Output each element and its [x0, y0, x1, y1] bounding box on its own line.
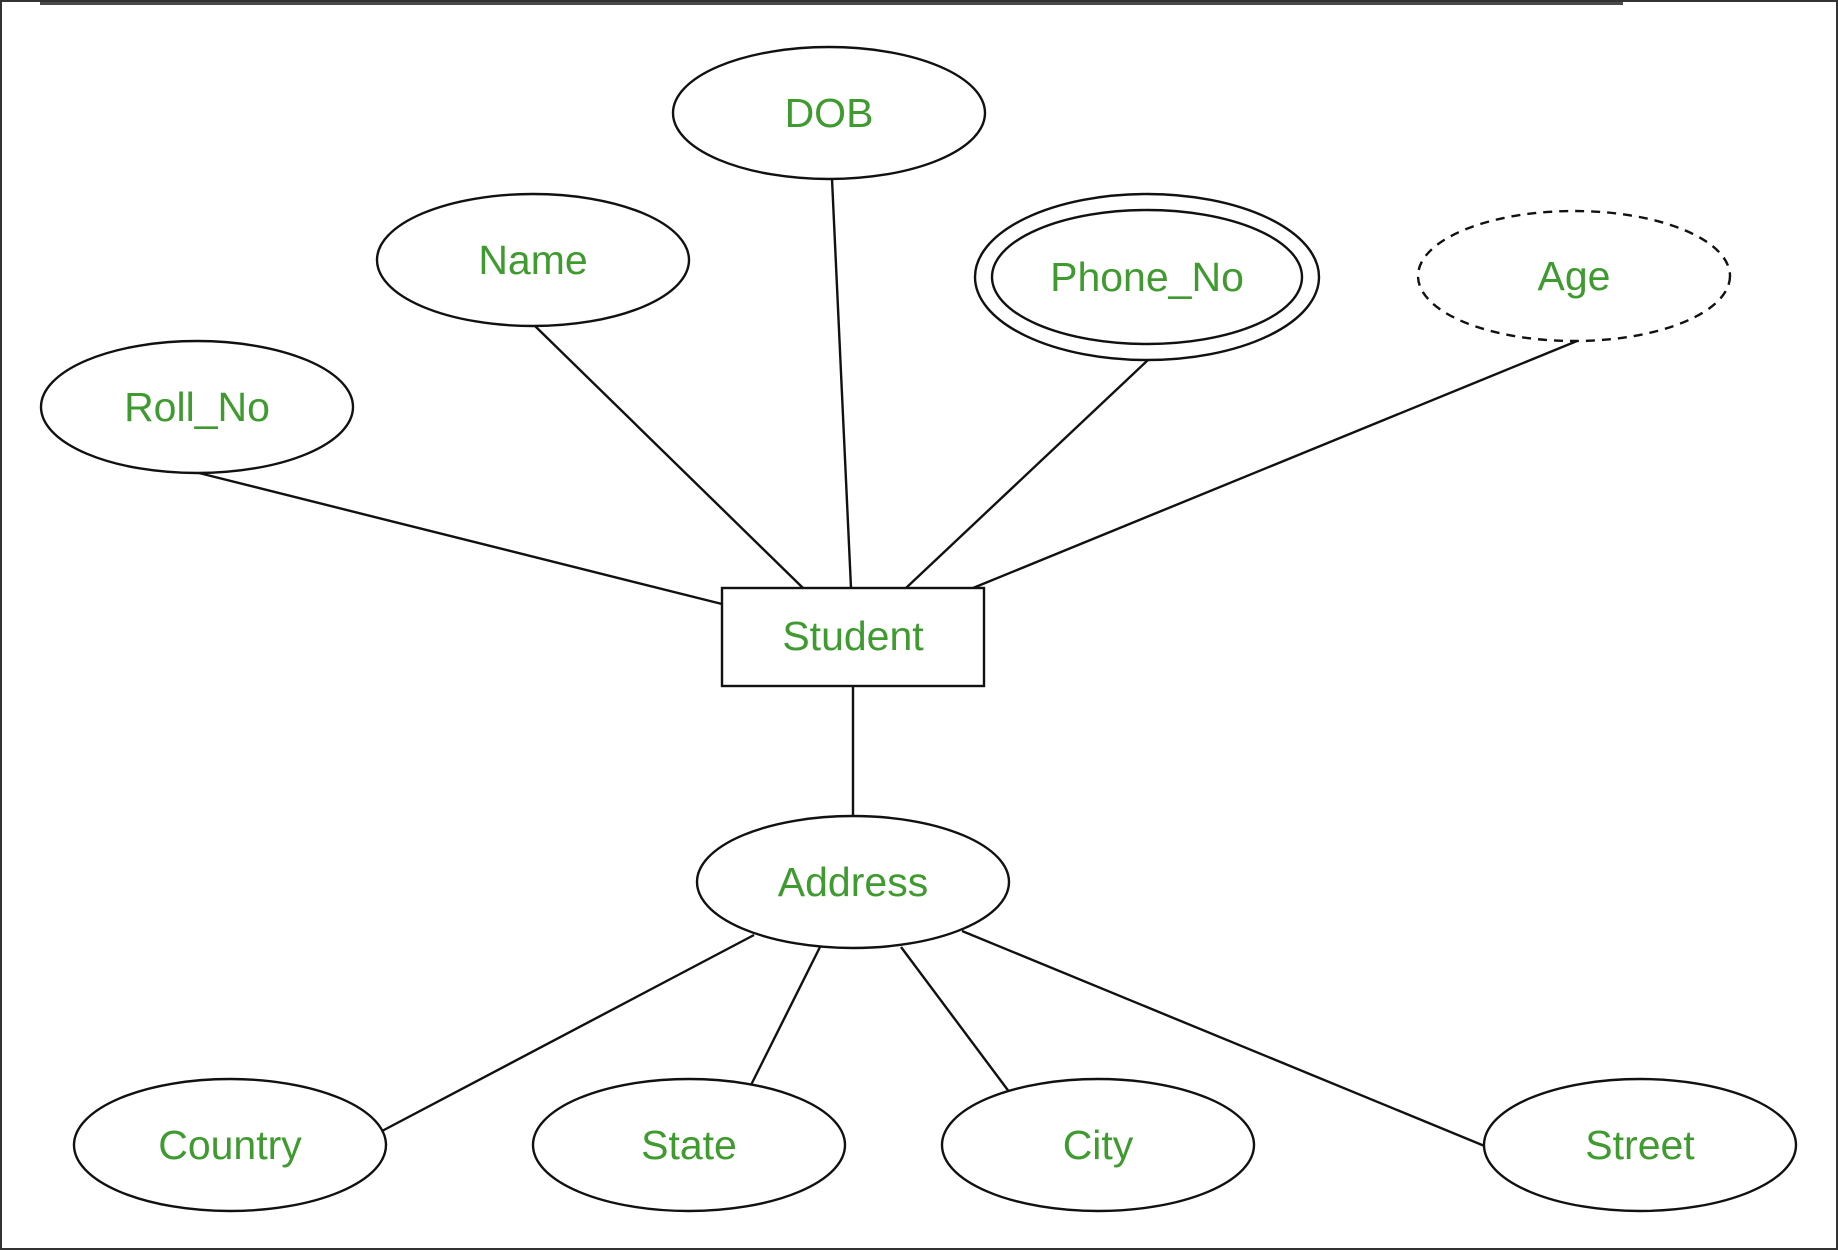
attribute-street-label: Street [1585, 1122, 1695, 1168]
edge-address-street [961, 929, 1488, 1149]
attribute-age: Age [1416, 209, 1732, 343]
edge-roll-no-student [194, 470, 723, 606]
attribute-roll-no-ellipse [39, 339, 355, 475]
attribute-phone-no: Phone_No [973, 192, 1321, 362]
attribute-street-ellipse [1482, 1077, 1798, 1213]
attribute-street: Street [1482, 1077, 1798, 1213]
attribute-city: City [940, 1077, 1256, 1213]
entity-student-box [720, 586, 986, 688]
attribute-address: Address [695, 814, 1011, 950]
attribute-age-label: Age [1538, 253, 1611, 299]
edge-address-country [381, 933, 755, 1133]
attribute-state-label: State [641, 1122, 737, 1168]
edge-age-student [972, 339, 1578, 590]
attribute-city-ellipse [940, 1077, 1256, 1213]
attribute-address-ellipse [695, 814, 1011, 950]
attribute-state-ellipse [531, 1077, 847, 1213]
attribute-phone-no-label: Phone_No [1050, 254, 1244, 300]
attribute-name-label: Name [478, 237, 587, 283]
attribute-state: State [531, 1077, 847, 1213]
edge-name-student [534, 325, 804, 589]
attribute-country: Country [72, 1077, 388, 1213]
attribute-name-ellipse [375, 192, 691, 328]
edges [194, 178, 1578, 1149]
entity-student-label: Student [782, 613, 924, 659]
attribute-phone-no-inner-ellipse [990, 208, 1304, 346]
top-window-bar [40, 0, 1623, 5]
attribute-address-label: Address [778, 859, 928, 905]
attribute-age-dashed-ellipse [1416, 209, 1732, 343]
attribute-roll-no: Roll_No [39, 339, 355, 475]
edge-phone-no-student [905, 359, 1149, 589]
attribute-roll-no-label: Roll_No [124, 384, 270, 430]
edge-address-city [900, 946, 1011, 1094]
attribute-dob-ellipse [671, 45, 987, 181]
attribute-dob: DOB [671, 45, 987, 181]
attribute-dob-label: DOB [785, 90, 874, 136]
attribute-country-ellipse [72, 1077, 388, 1213]
attribute-name: Name [375, 192, 691, 328]
entity-student: Student [720, 586, 986, 688]
edge-dob-student [830, 178, 853, 589]
edge-address-state [749, 946, 822, 1086]
attribute-country-label: Country [158, 1122, 302, 1168]
attribute-city-label: City [1063, 1122, 1134, 1168]
